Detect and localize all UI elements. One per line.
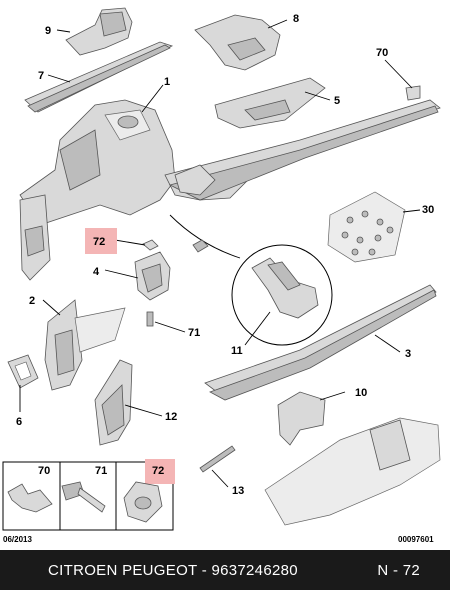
label-6: 6 [16, 416, 22, 428]
label-2: 2 [29, 295, 35, 307]
label-13: 13 [232, 485, 244, 497]
legend-highlight-72 [145, 459, 175, 484]
part-30 [327, 191, 406, 263]
footer-code: 00097601 [398, 535, 434, 544]
label-12: 12 [165, 411, 177, 423]
part-8 [194, 14, 281, 71]
part-12 [94, 359, 133, 446]
legend-label-72: 72 [152, 465, 164, 477]
legend-part-71-shaft [77, 487, 106, 513]
label-5: 5 [334, 95, 340, 107]
parts-diagram: 9 7 1 8 5 70 30 72 4 71 11 3 2 6 12 10 1… [2, 7, 441, 544]
highlight-72 [85, 228, 117, 254]
floor-rail [164, 99, 441, 201]
part-11-detail [169, 214, 333, 346]
part-2 [44, 299, 126, 391]
label-71: 71 [188, 327, 200, 339]
part-4 [134, 251, 171, 301]
label-10: 10 [355, 387, 367, 399]
legend-part-70 [7, 483, 53, 513]
bar-reference: N - 72 [377, 561, 420, 579]
part-71 [146, 311, 154, 327]
legend-label-71: 71 [95, 465, 107, 477]
label-11: 11 [231, 345, 243, 357]
legend: 70 71 72 [2, 459, 175, 531]
label-8: 8 [293, 13, 299, 25]
label-1: 1 [164, 76, 170, 88]
part-1 [19, 99, 176, 281]
bar-title: CITROEN PEUGEOT - 9637246280 [48, 561, 298, 579]
part-70 [405, 85, 421, 101]
part-72-plug [142, 239, 159, 251]
leader-lines [19, 19, 421, 488]
label-72: 72 [93, 236, 105, 248]
legend-label-70: 70 [38, 465, 50, 477]
part-13 [199, 445, 236, 473]
part-9 [65, 7, 133, 56]
footer-date: 06/2013 [3, 535, 32, 544]
part-5 [214, 77, 326, 129]
part-6 [7, 354, 39, 389]
label-4: 4 [93, 266, 100, 278]
label-9: 9 [45, 25, 51, 37]
label-7: 7 [38, 70, 44, 82]
rear-frame [264, 417, 441, 526]
part-10 [277, 391, 326, 446]
info-bar: CITROEN PEUGEOT - 9637246280 N - 72 [0, 550, 450, 590]
label-3: 3 [405, 348, 411, 360]
label-30: 30 [422, 204, 434, 216]
part-3 [204, 284, 437, 401]
label-70: 70 [376, 47, 388, 59]
part-7 [24, 41, 174, 113]
